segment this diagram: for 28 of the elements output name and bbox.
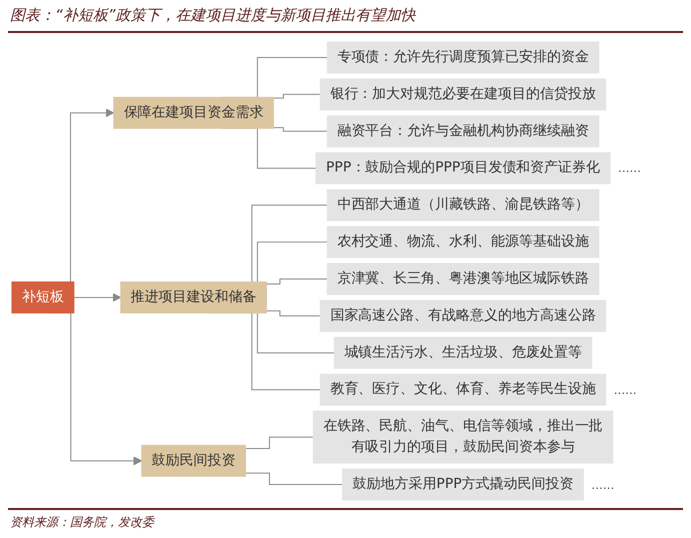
connector [245, 472, 344, 486]
node-box: 农村交通、物流、水利、能源等基础设施 [326, 226, 600, 258]
connector [272, 127, 328, 132]
node-box: 推进项目建设和储备 [120, 281, 267, 314]
node-box: 银行：加大对规范必要在建项目的信贷投放 [320, 78, 606, 110]
ellipsis-label: ...... [614, 382, 637, 397]
node-box: 融资平台：允许与金融机构协商继续融资 [326, 115, 600, 148]
ellipsis-label: ...... [618, 161, 641, 176]
connector [266, 278, 328, 284]
node-box: 教育、医疗、文化、体育、养老等民生设施 [320, 374, 606, 406]
node-box: 京津冀、长三角、粤港澳等地区城际铁路 [326, 263, 600, 295]
node-box: 国家高速公路、有战略意义的地方高速公路 [320, 300, 606, 332]
node-box: 中西部大通道（川藏铁路、渝昆铁路等） [326, 189, 600, 222]
node-box: 在铁路、民航、油气、电信等领域，推出一批有吸引力的项目，鼓励民间资本参与 [312, 410, 614, 464]
node-box: 城镇生活污水、生活垃圾、危废处置等 [334, 336, 592, 369]
connector [245, 436, 314, 450]
node-box: PPP：鼓励合规的PPP项目发债和资产证券化 [316, 152, 611, 184]
node-box: 保障在建项目资金需求 [113, 96, 274, 129]
node-box: 鼓励民间投资 [141, 444, 246, 477]
connector [266, 310, 321, 316]
connector [272, 94, 321, 99]
node-box: 补短板 [12, 281, 74, 314]
node-box: 专项债：允许先行调度预算已安排的资金 [326, 42, 600, 74]
arrow [73, 293, 122, 302]
source-note: 资料来源：国务院，发改委 [10, 514, 154, 531]
node-box: 鼓励地方采用PPP方式撬动民间投资 [342, 468, 584, 500]
ellipsis-label: ...... [591, 478, 614, 492]
diagram-title: 图表：“补短板”政策下，在建项目进度与新项目推出有望加快 [10, 6, 416, 25]
